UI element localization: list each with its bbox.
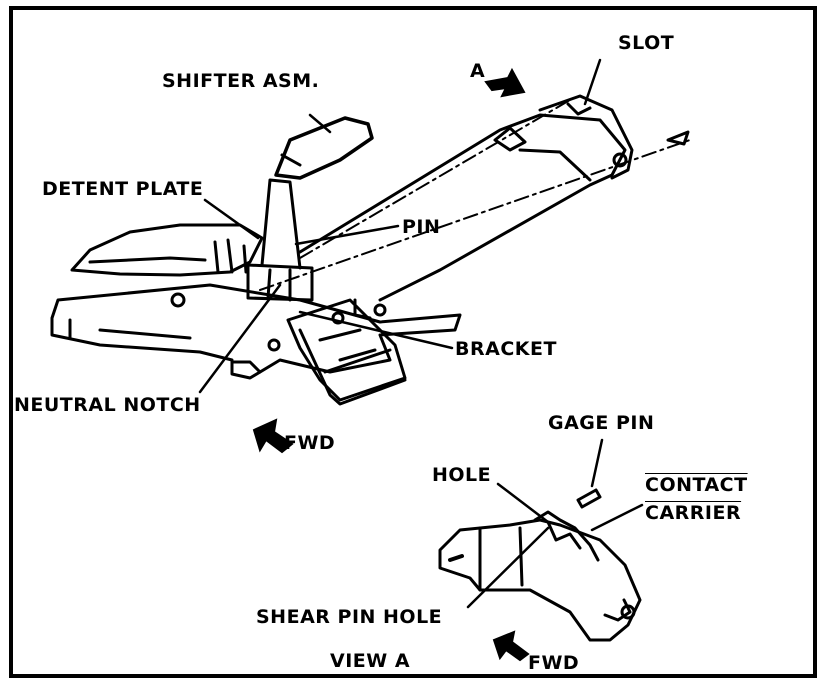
label-neutral-notch: NEUTRAL NOTCH bbox=[14, 394, 201, 416]
slot-housing bbox=[538, 94, 634, 180]
label-carrier: CARRIER bbox=[645, 502, 742, 524]
bracket-shape bbox=[286, 298, 407, 402]
arrow-a-icon bbox=[484, 67, 526, 98]
label-fwd-main: FWD bbox=[284, 432, 336, 454]
gage-pin bbox=[576, 488, 602, 509]
shifter-tube bbox=[260, 178, 302, 270]
arrow-fwd-main-icon bbox=[252, 418, 294, 454]
label-shifter-asm: SHIFTER ASM. bbox=[162, 70, 320, 92]
view-a-carrier bbox=[438, 518, 642, 642]
steering-column bbox=[298, 113, 627, 302]
label-fwd-view: FWD bbox=[528, 652, 580, 674]
label-bracket: BRACKET bbox=[455, 338, 557, 360]
base-plate bbox=[50, 283, 462, 380]
label-gage-pin: GAGE PIN bbox=[548, 412, 655, 434]
detent-plate bbox=[70, 223, 264, 277]
label-pin: PIN bbox=[402, 216, 441, 238]
label-hole: HOLE bbox=[432, 464, 492, 486]
arrow-fwd-view-icon bbox=[492, 630, 530, 662]
diagram-frame bbox=[9, 6, 817, 678]
label-shear-pin-hole: SHEAR PIN HOLE bbox=[256, 606, 443, 628]
label-detent-plate: DETENT PLATE bbox=[42, 178, 204, 200]
label-contact: CONTACT bbox=[645, 474, 748, 496]
label-a-marker: A bbox=[470, 60, 486, 82]
shifter-handle bbox=[274, 116, 374, 180]
label-view-a: VIEW A bbox=[330, 650, 411, 672]
label-slot: SLOT bbox=[618, 32, 675, 54]
